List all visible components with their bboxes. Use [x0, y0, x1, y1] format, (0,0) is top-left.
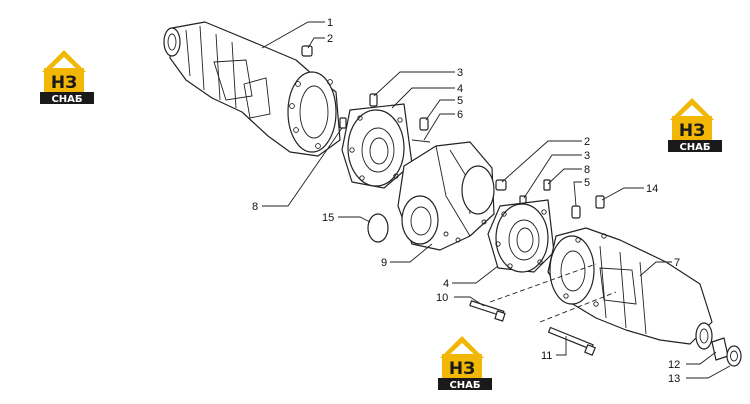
callout-11: 11 [541, 350, 552, 362]
bearing-12 [711, 337, 729, 361]
callout-12: 12 [668, 359, 680, 371]
pin-6 [411, 139, 431, 143]
callout-1: 1 [327, 17, 333, 29]
callout-2-lower: 2 [584, 136, 590, 148]
plug-2-upper [301, 45, 313, 57]
o-ring-15 [367, 213, 389, 243]
svg-text:НЗ: НЗ [679, 121, 705, 141]
callout-3-upper: 3 [457, 67, 463, 79]
callout-8-lower: 8 [584, 164, 590, 176]
leader-lines [261, 21, 731, 379]
callout-4-upper: 4 [457, 83, 463, 95]
callout-7: 7 [674, 257, 680, 269]
dowel-5-upper [419, 117, 429, 131]
callout-13: 13 [668, 373, 680, 385]
plug-2-lower [495, 179, 507, 191]
assembly-axis-upper [489, 263, 597, 303]
bolt-8-upper [339, 117, 347, 129]
differential-carrier [397, 141, 495, 251]
callout-6: 6 [457, 109, 463, 121]
svg-text:СНАБ: СНАБ [449, 380, 480, 391]
dowel-5-lower [571, 205, 581, 219]
seal-13 [726, 345, 742, 367]
brand-logo-right: НЗ СНАБ [668, 98, 722, 153]
callout-9: 9 [381, 257, 387, 269]
screw-8-lower [543, 179, 551, 191]
callout-14: 14 [646, 183, 658, 195]
flange-cover-upper [341, 103, 413, 189]
callout-2-upper: 2 [327, 33, 333, 45]
callout-labels: 1 2 3 4 5 6 8 15 9 2 3 8 5 14 7 4 10 11 … [252, 17, 680, 385]
stud-11 [547, 326, 596, 356]
svg-text:СНАБ: СНАБ [679, 142, 710, 153]
assembly-axis-lower [539, 291, 617, 323]
svg-text:НЗ: НЗ [449, 359, 475, 379]
screw-3-upper [369, 93, 378, 107]
callout-5-upper: 5 [457, 95, 463, 107]
callout-5-lower: 5 [584, 177, 590, 189]
axle-housing-right [547, 227, 713, 350]
bolt-10 [469, 300, 506, 322]
flange-cover-lower [487, 199, 555, 273]
brand-logo-left: НЗ СНАБ [40, 50, 94, 105]
svg-text:СНАБ: СНАБ [51, 94, 82, 105]
callout-8-upper: 8 [252, 201, 258, 213]
axle-housing-left [163, 21, 341, 157]
callout-10: 10 [436, 292, 448, 304]
callout-4-lower: 4 [443, 278, 449, 290]
callout-15: 15 [322, 212, 334, 224]
brand-logo-bottom: НЗ СНАБ [438, 336, 492, 391]
svg-text:НЗ: НЗ [51, 73, 77, 93]
plug-14 [595, 195, 605, 209]
callout-3-lower: 3 [584, 150, 590, 162]
